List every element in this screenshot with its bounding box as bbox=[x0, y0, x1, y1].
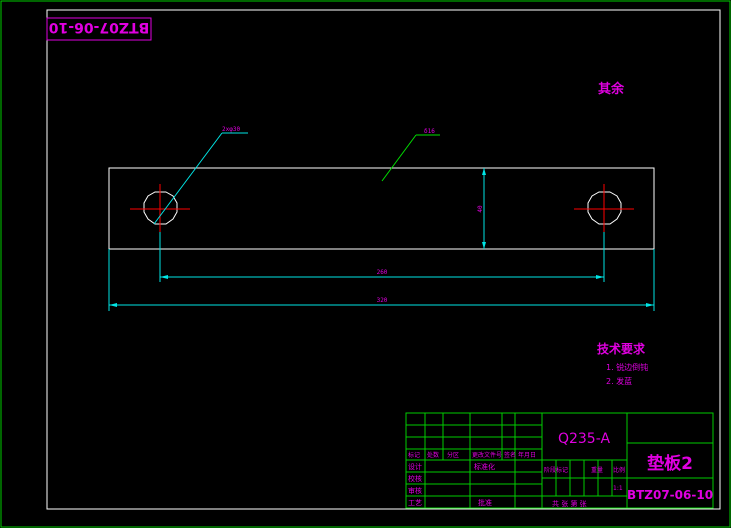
tb-role-process: 工艺 bbox=[408, 499, 422, 507]
hole-left-outline bbox=[143, 191, 178, 225]
thickness-leader: δ16 bbox=[381, 128, 440, 182]
hole-dimension-label: 2xφ30 bbox=[222, 126, 240, 133]
tb-scale-label: 比例 bbox=[613, 466, 625, 474]
hole-left bbox=[130, 184, 190, 232]
hole-spacing-label: 260 bbox=[377, 269, 388, 276]
tb-drawing-number: BTZ07-06-10 bbox=[627, 488, 713, 502]
tb-header-sign: 签名 bbox=[504, 451, 516, 459]
overall-length-dimension: 320 bbox=[108, 249, 655, 311]
title-block bbox=[405, 412, 714, 509]
drawing-frame bbox=[46, 9, 721, 510]
mirrored-drawing-number: BTZ07-06-10 bbox=[46, 17, 152, 41]
tb-stage-mark: 阶段标记 bbox=[544, 466, 568, 474]
tb-header-zone: 分区 bbox=[447, 451, 459, 459]
tech-req-heading: 技术要求 bbox=[597, 341, 646, 356]
thickness-label: δ16 bbox=[424, 128, 435, 135]
hole-leader: 2xφ30 bbox=[153, 126, 248, 225]
tb-approve-label: 批准 bbox=[478, 498, 492, 507]
tech-req-item-1: 1. 锐边倒钝 bbox=[606, 362, 648, 372]
tb-header-mark: 标记 bbox=[408, 451, 420, 459]
mirrored-drawing-number-text: BTZ07-06-10 bbox=[49, 19, 150, 35]
tb-header-change-doc: 更改文件号 bbox=[472, 451, 502, 459]
hole-right-outline bbox=[587, 191, 622, 225]
title-block-stage: 阶段标记 重量 比例 1:1 共 张 第 张 bbox=[544, 466, 625, 508]
surface-note-remaining: 其余 bbox=[598, 81, 625, 97]
hole-spacing-dimension: 260 bbox=[159, 232, 605, 282]
tb-role-check: 校核 bbox=[408, 474, 422, 483]
tb-sheet-count: 共 张 第 张 bbox=[552, 499, 587, 508]
tb-header-count: 处数 bbox=[427, 451, 439, 459]
hole-right bbox=[574, 184, 634, 232]
overall-length-label: 320 bbox=[377, 297, 388, 304]
tb-material: Q235-A bbox=[558, 431, 610, 447]
technical-requirements: 技术要求 1. 锐边倒钝 2. 发蓝 bbox=[597, 341, 648, 386]
height-dimension: 40 bbox=[477, 168, 486, 249]
tb-role-review: 审核 bbox=[408, 486, 422, 495]
height-label: 40 bbox=[477, 205, 484, 213]
tech-req-item-2: 2. 发蓝 bbox=[606, 376, 632, 386]
part-outline bbox=[108, 167, 655, 250]
tb-scale-value: 1:1 bbox=[613, 485, 623, 492]
tb-role-design: 设计 bbox=[408, 462, 422, 471]
title-block-roles: 设计 校核 审核 工艺 标准化 批准 bbox=[408, 462, 495, 507]
tb-weight: 重量 bbox=[591, 466, 603, 474]
tb-std-label: 标准化 bbox=[474, 462, 495, 471]
tb-part-name: 垫板2 bbox=[647, 453, 693, 474]
title-block-header-row: 标记 处数 分区 更改文件号 签名 年月日 bbox=[408, 451, 536, 459]
tb-header-date: 年月日 bbox=[518, 451, 536, 459]
